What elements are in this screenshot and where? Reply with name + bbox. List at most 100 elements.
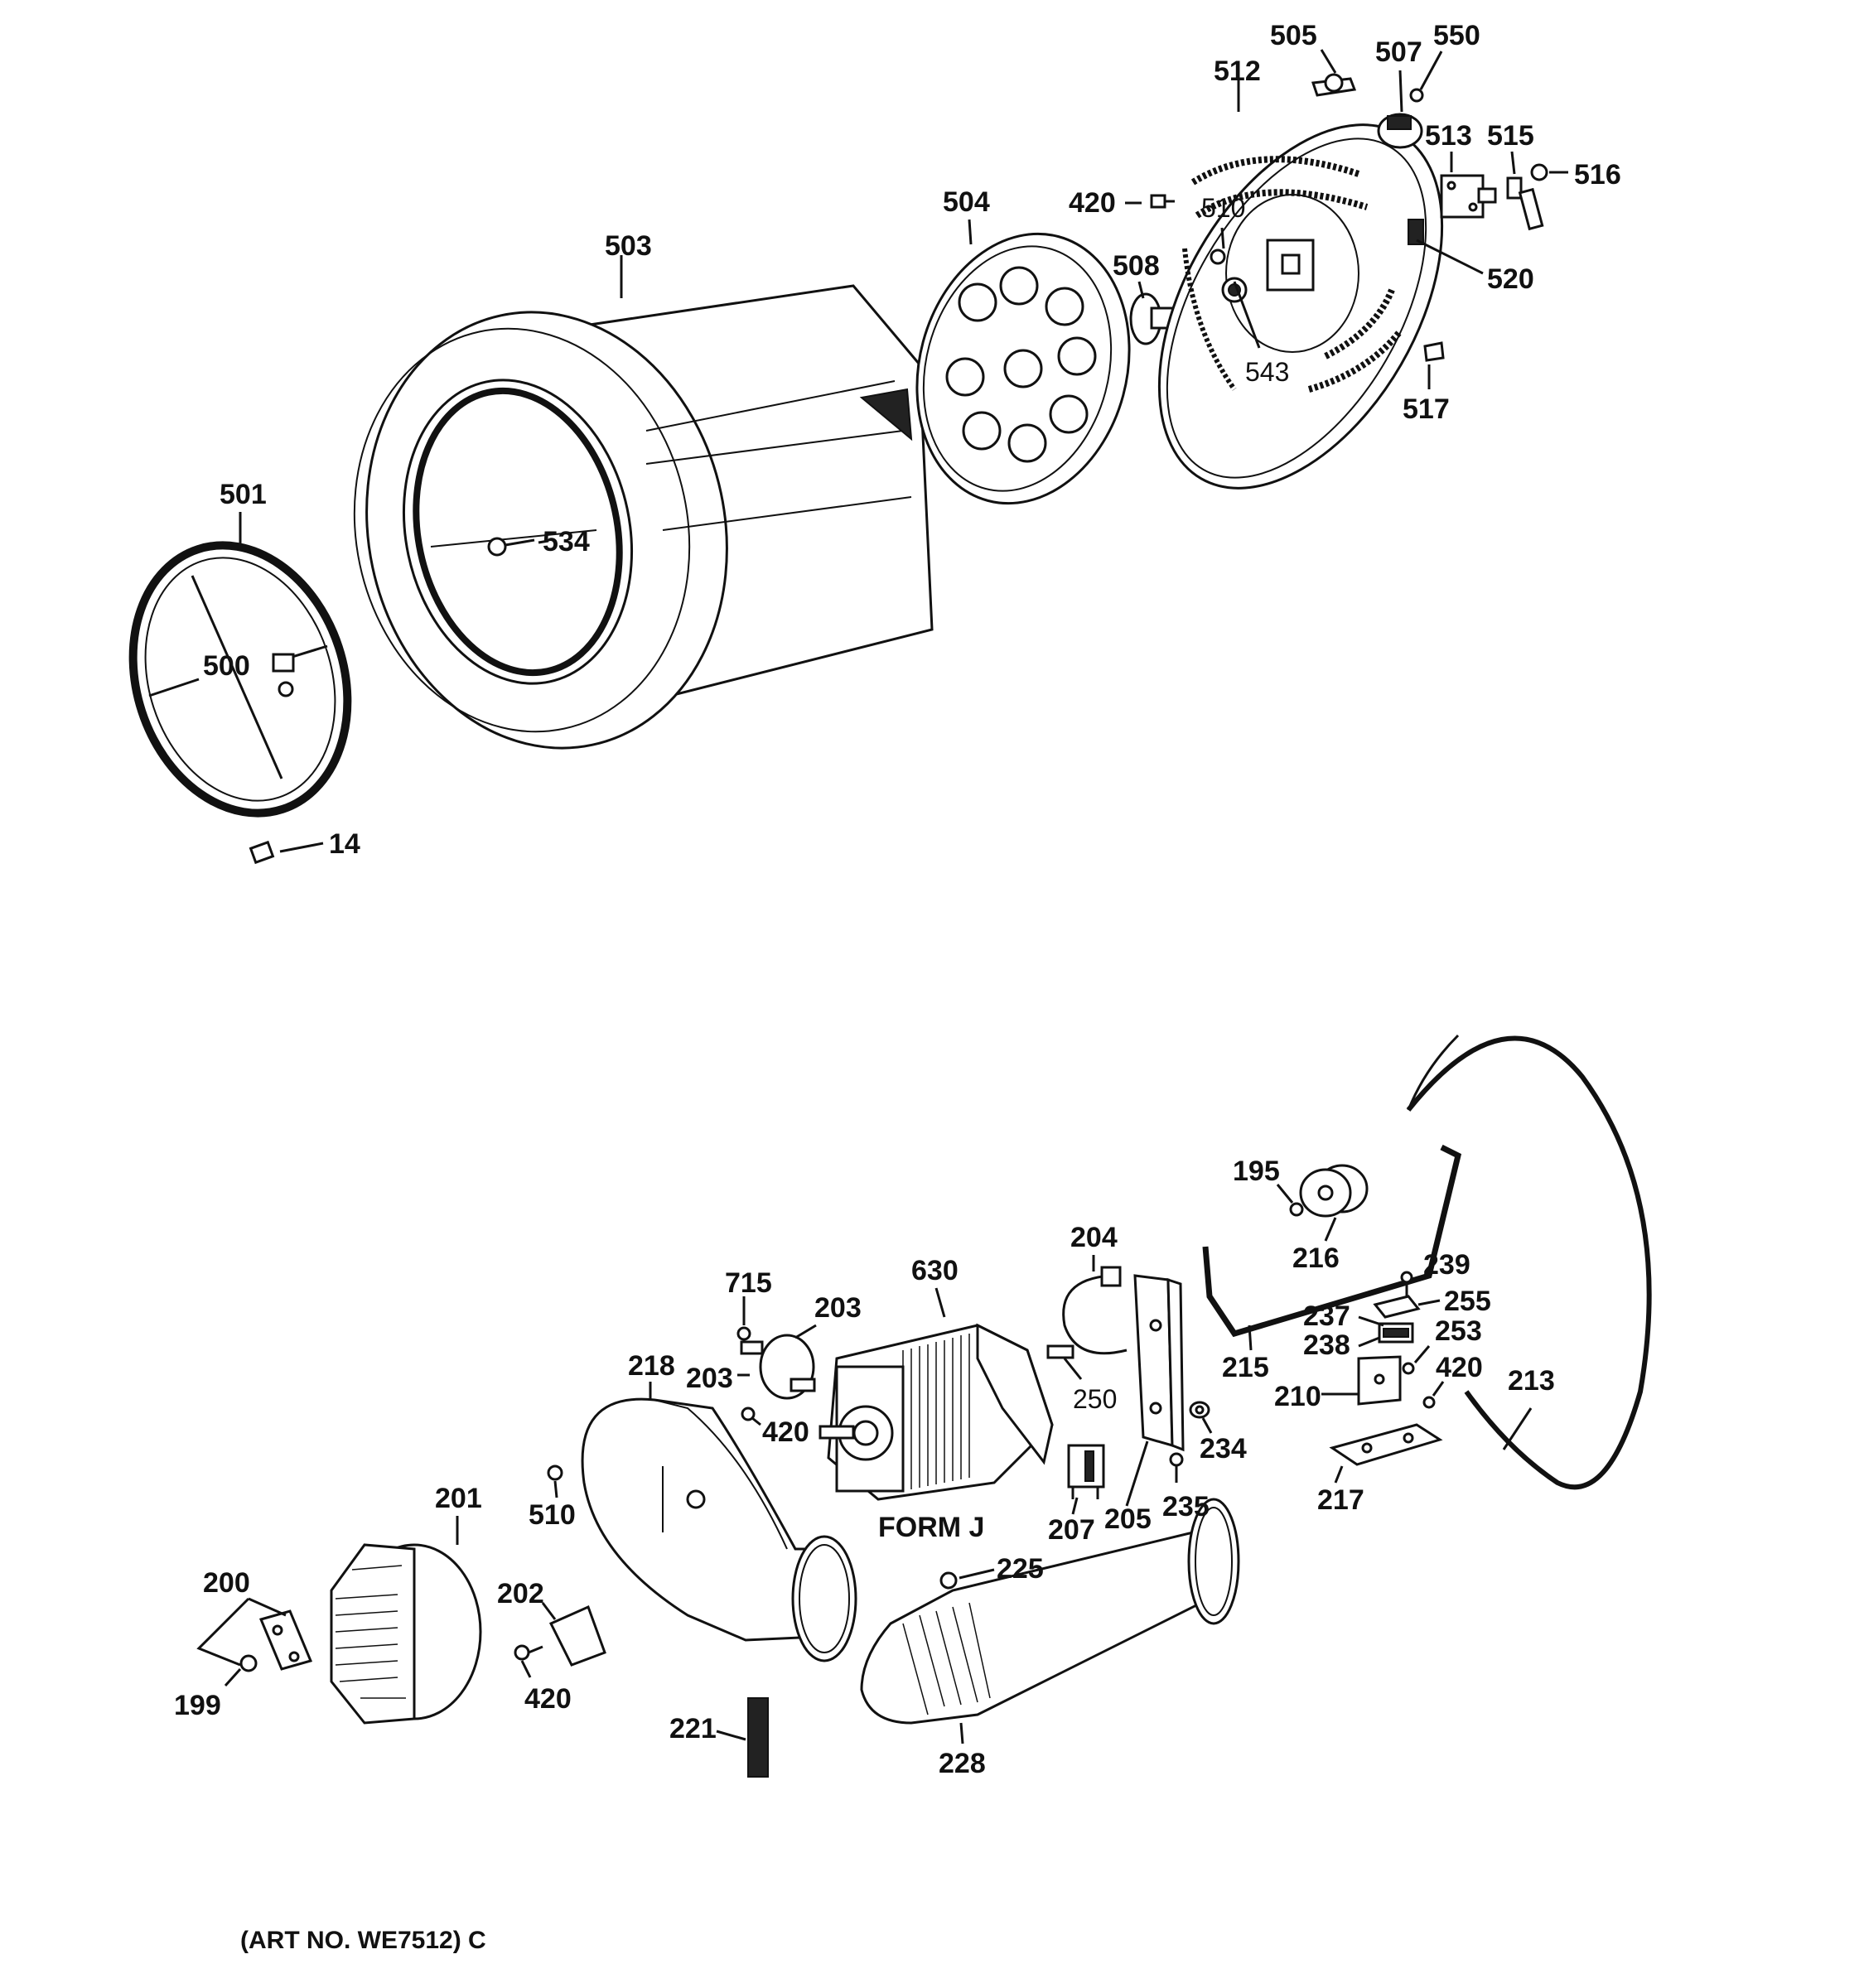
leader-520 [1416, 239, 1484, 275]
leader-420b [751, 1416, 761, 1426]
leader-203a [794, 1324, 817, 1339]
label-14: 14 [329, 828, 360, 860]
leader-238 [1358, 1336, 1380, 1348]
part-512-rear-panel [1157, 123, 1444, 490]
label-200: 200 [203, 1567, 250, 1599]
leader-215 [1248, 1325, 1253, 1351]
label-199: 199 [174, 1690, 221, 1721]
leader-216 [1324, 1217, 1337, 1242]
leader-420d [520, 1660, 532, 1678]
leader-250 [1063, 1358, 1083, 1380]
part-199-screw [239, 1654, 258, 1672]
part-200-blower-bracket [258, 1609, 313, 1671]
label-215: 215 [1222, 1352, 1269, 1383]
part-217-mounting-plate [1329, 1423, 1443, 1466]
leader-508 [1137, 281, 1145, 299]
label-250: 250 [1073, 1384, 1117, 1414]
label-204: 204 [1070, 1222, 1118, 1253]
part-255-plate [1373, 1295, 1421, 1319]
part-550-screw [1409, 88, 1424, 103]
label-217: 217 [1317, 1484, 1364, 1516]
leader-195 [1276, 1184, 1294, 1204]
label-221: 221 [669, 1713, 717, 1744]
label-253: 253 [1435, 1315, 1482, 1347]
part-204-motor-clip [1062, 1266, 1128, 1355]
leader-234 [1201, 1417, 1213, 1434]
part-515-terminal [1506, 176, 1544, 231]
part-215-idler-arm [1202, 1144, 1462, 1338]
part-14-clip [249, 840, 324, 865]
part-213-drive-belt [1406, 1034, 1652, 1490]
label-505: 505 [1270, 20, 1317, 51]
label-213: 213 [1508, 1365, 1555, 1397]
label-507: 507 [1375, 36, 1422, 68]
part-195-washer [1289, 1202, 1304, 1217]
label-510b: 510 [529, 1499, 576, 1531]
label-216: 216 [1292, 1242, 1340, 1274]
leader-543 [1233, 281, 1261, 349]
leader-202 [541, 1602, 557, 1620]
part-253-washer [1402, 1362, 1415, 1375]
leader-515 [1510, 151, 1516, 175]
part-420-screw-top [1150, 194, 1175, 209]
part-420-screw-blower [514, 1644, 543, 1661]
label-237: 237 [1303, 1300, 1350, 1332]
leader-630 [934, 1287, 946, 1318]
part-218-blower-housing [581, 1397, 857, 1662]
part-516-nut [1530, 163, 1548, 181]
label-510a: 510 [1201, 193, 1245, 223]
label-420d: 420 [524, 1683, 572, 1715]
part-202-blower-cover [548, 1604, 606, 1667]
leader-505 [1320, 49, 1337, 74]
label-534: 534 [543, 526, 590, 557]
label-500: 500 [203, 650, 250, 682]
label-238: 238 [1303, 1329, 1350, 1361]
label-501: 501 [220, 479, 267, 510]
label-255: 255 [1444, 1286, 1491, 1317]
part-630-drive-motor [819, 1323, 1074, 1501]
leader-205 [1125, 1440, 1149, 1507]
label-205: 205 [1104, 1503, 1152, 1535]
label-420b: 420 [762, 1416, 809, 1448]
leader-550 [1419, 51, 1443, 90]
part-715-screw [736, 1326, 751, 1341]
label-503: 503 [605, 230, 652, 262]
label-207: 207 [1048, 1514, 1095, 1546]
label-508: 508 [1113, 250, 1160, 282]
leader-534 [538, 539, 549, 544]
label-420c: 420 [1436, 1352, 1483, 1383]
label-202: 202 [497, 1578, 544, 1609]
leader-504 [968, 219, 973, 245]
part-503-drum [353, 284, 934, 750]
label-234: 234 [1200, 1433, 1247, 1464]
part-420-screw-motor [741, 1407, 756, 1421]
leader-199 [224, 1667, 242, 1687]
leader-507 [1398, 70, 1403, 113]
label-543: 543 [1245, 357, 1289, 387]
part-234-nut [1189, 1401, 1210, 1419]
label-203b: 203 [686, 1363, 733, 1394]
leader-225 [959, 1568, 995, 1580]
label-512: 512 [1214, 55, 1261, 87]
label-235: 235 [1162, 1491, 1210, 1522]
part-225-screw [939, 1571, 958, 1590]
part-513-hi-limit-thermostat [1440, 174, 1497, 219]
label-195: 195 [1233, 1156, 1280, 1187]
label-504: 504 [943, 186, 990, 218]
leader-217 [1334, 1465, 1344, 1484]
leader-510b [553, 1480, 558, 1498]
part-205-motor-mount [1133, 1274, 1185, 1452]
label-201: 201 [435, 1483, 482, 1514]
leader-420c [1432, 1381, 1445, 1397]
label-515: 515 [1487, 120, 1534, 152]
leader-253 [1413, 1345, 1431, 1363]
part-517-clip [1423, 341, 1445, 362]
part-238-switch [1378, 1322, 1414, 1344]
leader-221 [716, 1730, 746, 1741]
part-505-thermostat [1311, 73, 1357, 97]
part-507-thermal-cutoff [1377, 113, 1423, 149]
label-630: 630 [911, 1255, 959, 1286]
label-715: 715 [725, 1267, 772, 1299]
part-201-blower-wheel [330, 1543, 482, 1725]
